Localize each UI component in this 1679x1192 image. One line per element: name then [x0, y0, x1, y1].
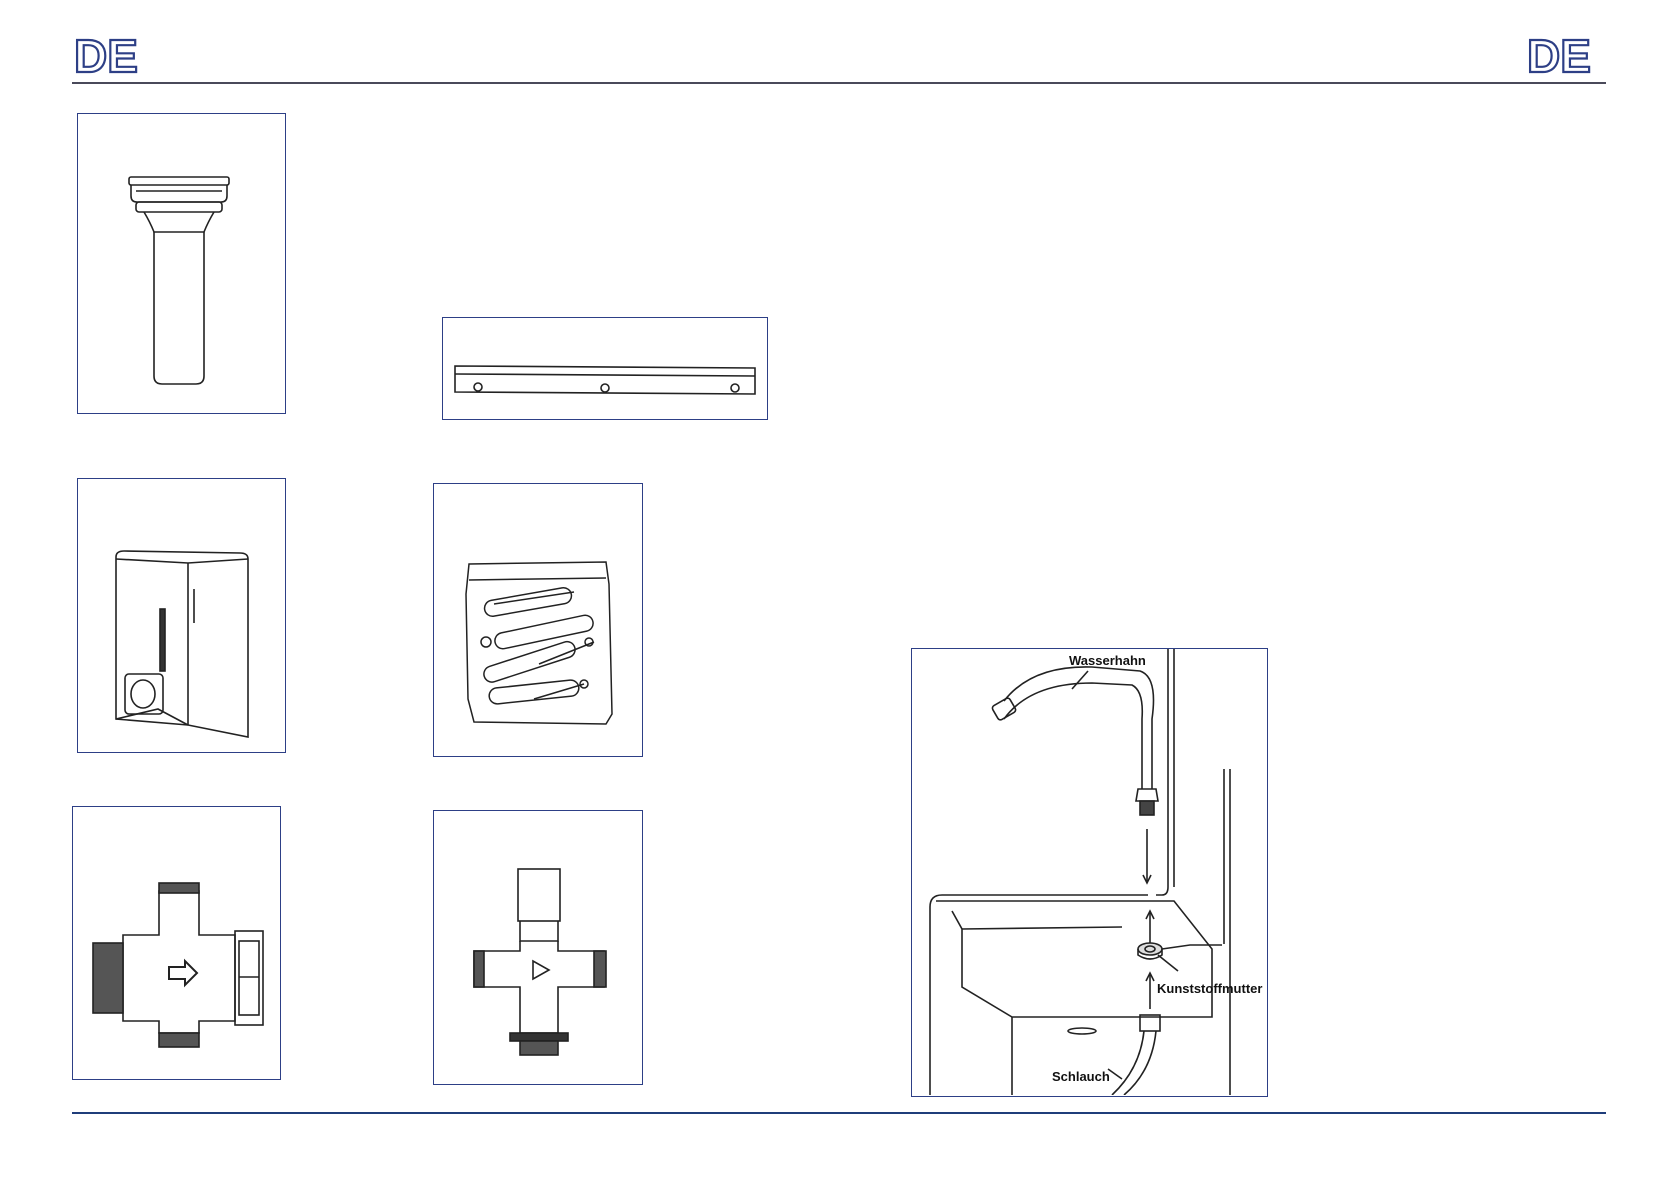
- language-badge-left: DE: [74, 34, 154, 81]
- spout-pipe-icon: [78, 114, 284, 412]
- language-code: DE: [74, 34, 138, 76]
- part-panel-screw-bag: [433, 483, 643, 757]
- screw-bag-icon: [434, 484, 641, 755]
- faucet-label: Wasserhahn: [1069, 653, 1146, 668]
- plastic-nut-label: Kunststoffmutter: [1157, 981, 1262, 996]
- language-code: DE: [1527, 34, 1591, 76]
- control-box-icon: [78, 479, 284, 751]
- installation-diagram: Wasserhahn Kunststoffmutter Schlauch: [911, 648, 1268, 1097]
- part-panel-mixing-valve: [433, 810, 643, 1085]
- language-badge-right: DE: [1527, 34, 1607, 81]
- cross-valve-icon: [73, 807, 279, 1078]
- mixing-valve-icon: [434, 811, 641, 1083]
- header-rule: [72, 82, 1606, 84]
- part-panel-control-box: [77, 478, 286, 753]
- footer-rule: [72, 1112, 1606, 1114]
- mounting-bar-icon: [443, 318, 766, 418]
- part-panel-spout-pipe: [77, 113, 286, 414]
- part-panel-mounting-bar: [442, 317, 768, 420]
- hose-label: Schlauch: [1052, 1069, 1110, 1084]
- part-panel-cross-valve: [72, 806, 281, 1080]
- sink-faucet-diagram: Wasserhahn Kunststoffmutter Schlauch: [912, 649, 1266, 1095]
